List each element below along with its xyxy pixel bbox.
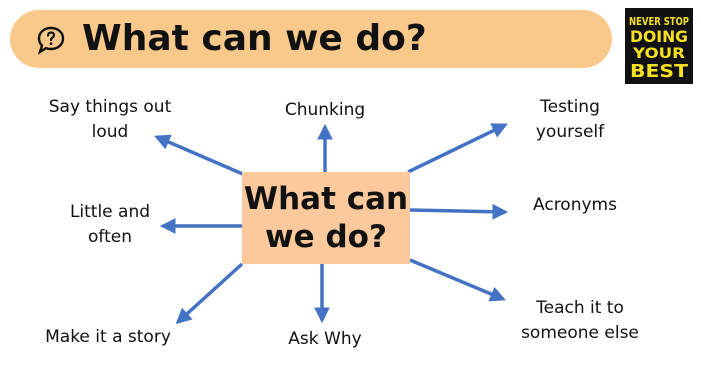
node-teach-it-to-someone-else: Teach it to someone else xyxy=(521,298,639,343)
node-ask-why: Ask Why xyxy=(288,329,362,349)
arrow-to-teach-it xyxy=(409,258,506,302)
logo-line-4: BEST xyxy=(630,61,689,82)
arrow-to-make-it-a-story xyxy=(175,262,244,325)
center-topic-box: What can we do? xyxy=(242,172,410,264)
title-bar: What can we do? xyxy=(10,10,612,68)
node-say-things-out-loud: Say things out loud xyxy=(48,97,172,142)
logo-line-3: YOUR xyxy=(632,46,685,62)
node-make-it-a-story: Make it a story xyxy=(45,327,171,347)
never-stop-logo: NEVER STOP DOING YOUR BEST xyxy=(625,8,693,84)
page-title: What can we do? xyxy=(82,18,427,59)
node-chunking: Chunking xyxy=(284,100,366,120)
node-acronyms: Acronyms xyxy=(533,195,617,215)
center-topic-label: What can we do? xyxy=(243,181,409,255)
node-testing-yourself: Testing yourself xyxy=(535,97,605,142)
arrow-to-acronyms xyxy=(409,203,509,220)
node-little-and-often: Little and often xyxy=(69,202,151,247)
logo-graphic: NEVER STOP DOING YOUR BEST xyxy=(625,8,693,84)
speech-bubble-icon xyxy=(37,26,65,55)
arrow-to-testing-yourself xyxy=(407,123,508,174)
logo-line-1: NEVER STOP xyxy=(629,15,689,28)
logo-line-2: DOING xyxy=(630,27,688,46)
arrow-to-say-things-out-loud xyxy=(154,134,246,177)
